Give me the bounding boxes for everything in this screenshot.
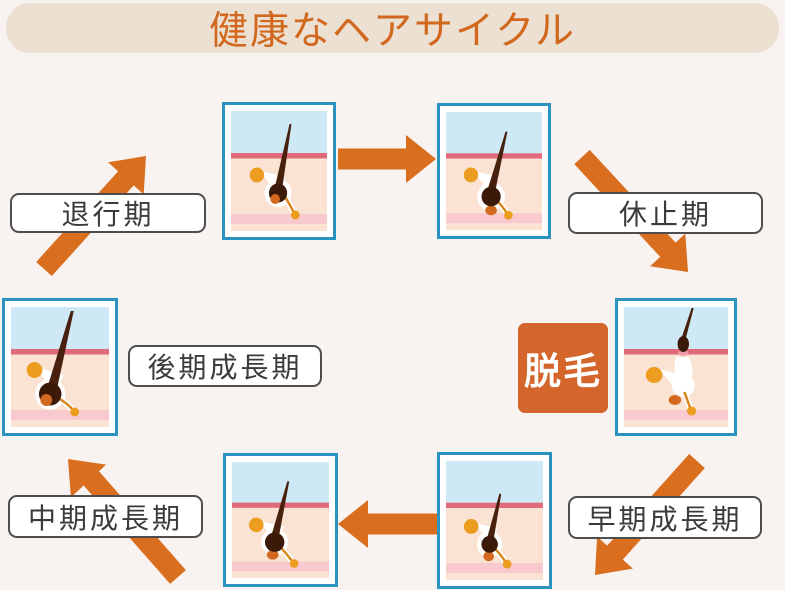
follicle-box-early-growth: [437, 452, 552, 589]
title-banner: 健康なヘアサイクル: [6, 3, 779, 53]
shedding-badge: 脱毛: [518, 323, 608, 413]
stage-label-mid-growth-text: 中期成長期: [27, 502, 183, 534]
follicle-illustration-shedding: [624, 307, 728, 427]
follicle-box-late-growth: [2, 298, 118, 436]
follicle-box-shedding: [615, 298, 737, 436]
follicle-illustration-mid-growth: [232, 462, 329, 578]
follicle-box-mid-growth: [223, 453, 338, 587]
stage-label-regression: 退行期: [10, 193, 206, 233]
stage-label-regression-text: 退行期: [61, 199, 155, 230]
follicle-illustration-late-growth: [11, 307, 109, 427]
follicle-box-catagen: [222, 102, 336, 240]
follicle-illustration-telogen: [446, 112, 542, 230]
follicle-illustration-early-growth: [446, 461, 543, 580]
stage-label-late-growth-text: 後期成長期: [147, 352, 303, 383]
stage-label-resting: 休止期: [568, 192, 763, 234]
stage-label-mid-growth: 中期成長期: [8, 495, 203, 538]
stage-label-late-growth: 後期成長期: [128, 345, 322, 387]
follicle-box-telogen: [437, 103, 551, 239]
arrow-catagen-to-telogen: [338, 135, 436, 183]
stage-label-resting-text: 休止期: [618, 199, 712, 230]
arrow-early-to-mid: [338, 500, 438, 548]
stage-label-early-growth: 早期成長期: [568, 496, 762, 539]
page-title: 健康なヘアサイクル: [208, 10, 577, 53]
stage-label-early-growth-text: 早期成長期: [587, 503, 743, 535]
follicle-illustration-catagen: [231, 111, 327, 231]
shedding-badge-text: 脱毛: [524, 351, 602, 392]
